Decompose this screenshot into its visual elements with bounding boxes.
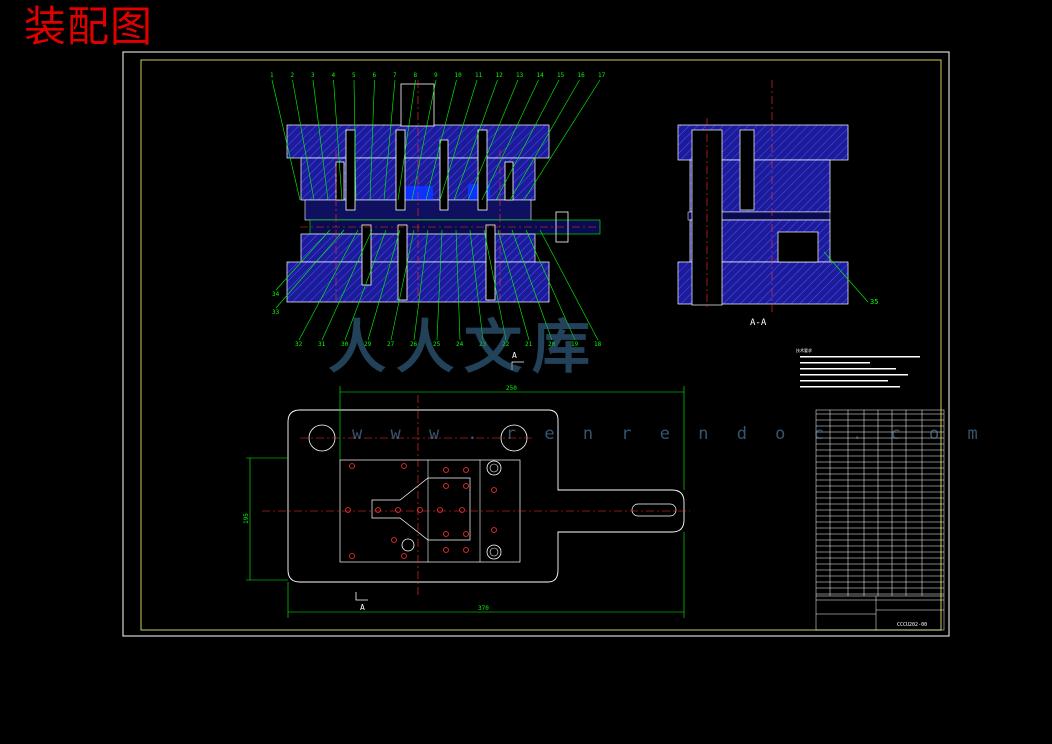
dimension-height: 195 xyxy=(243,513,250,524)
callout-25: 25 xyxy=(433,341,441,348)
technical-notes: 技术要求 xyxy=(796,347,920,388)
callout-3: 3 xyxy=(311,72,315,79)
plan-view xyxy=(262,395,690,595)
callout-2: 2 xyxy=(291,72,295,79)
callout-29: 29 xyxy=(364,341,372,348)
callout-10: 10 xyxy=(455,72,463,79)
dimension-top: 250 xyxy=(506,385,517,392)
callout-19: 19 xyxy=(571,341,579,348)
section-markers xyxy=(355,361,524,601)
callout-7: 7 xyxy=(393,72,397,79)
callout-15: 15 xyxy=(557,72,565,79)
parts-list-table xyxy=(815,409,945,631)
dimension-lines xyxy=(246,386,685,618)
callout-17: 17 xyxy=(598,72,606,79)
section-mark-top: A xyxy=(512,351,517,360)
callout-30: 30 xyxy=(341,341,349,348)
callout-20: 20 xyxy=(548,341,556,348)
dimension-width: 370 xyxy=(478,605,489,612)
watermark-url: w w w . r e n r e n d o c . c o m xyxy=(352,424,987,444)
callout-23: 23 xyxy=(479,341,487,348)
drawing-number: CCCU202-00 xyxy=(897,622,927,628)
svg-text:技术要求: 技术要求 xyxy=(796,347,812,353)
callout-numbers-bottom: 34 33 32 31 30 29 27 26 25 24 23 22 21 20 19 18 xyxy=(272,291,602,348)
callout-22: 22 xyxy=(502,341,510,348)
callout-9: 9 xyxy=(434,72,438,79)
callout-18: 18 xyxy=(594,341,602,348)
front-section-view xyxy=(286,80,601,305)
side-section-view xyxy=(677,80,869,312)
callout-14: 14 xyxy=(537,72,545,79)
drawing-title: 装配图 xyxy=(24,2,154,51)
section-mark-bottom: A xyxy=(360,603,365,612)
callout-11: 11 xyxy=(475,72,483,79)
callout-26: 26 xyxy=(410,341,418,348)
callout-12: 12 xyxy=(496,72,504,79)
callout-21: 21 xyxy=(525,341,533,348)
callout-8: 8 xyxy=(414,72,418,79)
callout-27: 27 xyxy=(387,341,395,348)
callout-32: 32 xyxy=(295,341,303,348)
watermark-text: 人人文库 xyxy=(328,313,601,381)
callout-33: 33 xyxy=(272,309,280,316)
callout-6: 6 xyxy=(373,72,377,79)
callout-31: 31 xyxy=(318,341,326,348)
callout-24: 24 xyxy=(456,341,464,348)
inner-frame xyxy=(140,59,942,631)
outer-frame xyxy=(122,51,950,637)
callout-16: 16 xyxy=(578,72,586,79)
callout-13: 13 xyxy=(516,72,524,79)
callout-1: 1 xyxy=(270,72,274,79)
section-view-label: A-A xyxy=(750,318,767,328)
callout-4: 4 xyxy=(332,72,336,79)
callout-34: 34 xyxy=(272,291,280,298)
callout-5: 5 xyxy=(352,72,356,79)
callout-35: 35 xyxy=(870,298,878,306)
